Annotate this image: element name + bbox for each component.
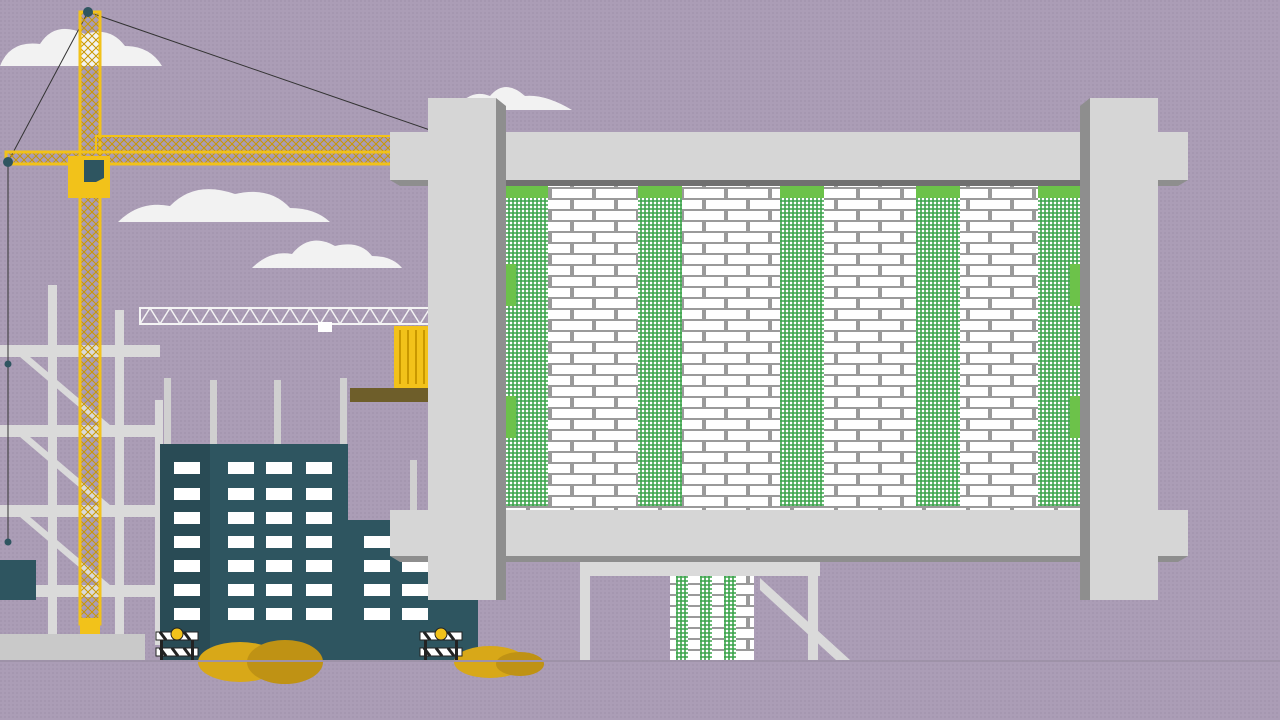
cloud (252, 240, 402, 268)
bottom-beam (390, 510, 1188, 556)
top-beam (390, 132, 1188, 180)
tower-crane-secondary (139, 306, 441, 402)
road-barricade (155, 627, 199, 662)
cloud (118, 189, 330, 222)
rebar-posts (164, 378, 417, 520)
tower-crane (0, 7, 431, 660)
ground-line (0, 660, 1280, 662)
road-barricade (419, 627, 463, 662)
rebar-tie-columns (504, 186, 1082, 506)
lower-frame (550, 560, 950, 662)
left-column (428, 98, 496, 600)
right-column (1090, 98, 1158, 600)
concrete-frame (390, 98, 1188, 600)
